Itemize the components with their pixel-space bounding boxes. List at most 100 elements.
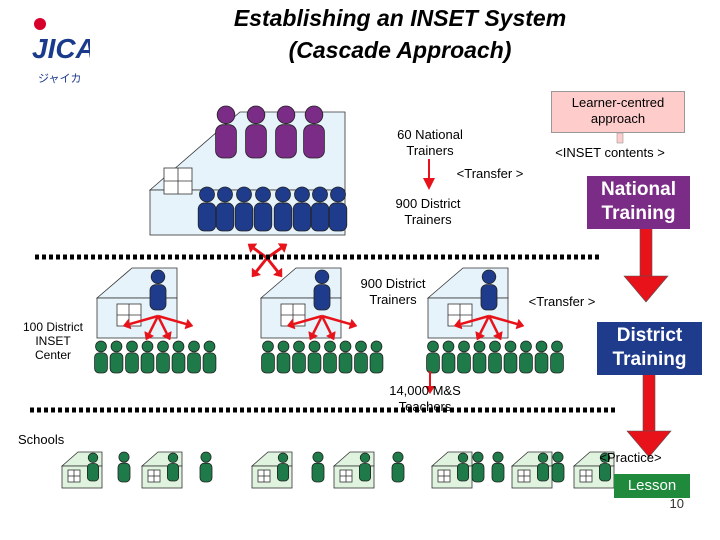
person-figure — [303, 105, 325, 159]
person-figure — [275, 105, 297, 159]
person-figure — [171, 340, 186, 374]
cascade-arrow-down-left-shaft — [255, 257, 269, 273]
person-figure — [94, 340, 108, 374]
person-figure — [441, 340, 456, 374]
training-arrow-right-head — [515, 318, 525, 330]
training-arrow-left-head — [122, 318, 132, 330]
training-arrow-down-left-shaft — [148, 315, 160, 335]
inset-contents-label: <INSET contents > — [555, 145, 665, 160]
transfer-arrow-head — [423, 178, 435, 190]
person-figure — [426, 340, 440, 374]
person-figure — [369, 340, 384, 374]
learner-box-pointer — [616, 132, 624, 144]
training-arrow-down-right-head — [325, 331, 336, 341]
lesson-box: Lesson — [614, 474, 690, 498]
person-figure — [503, 340, 518, 374]
teacher-arrow-head — [425, 386, 435, 394]
transfer-label-1: <Transfer > — [456, 166, 524, 181]
person-figure — [338, 340, 353, 374]
training-arrow-right-shaft — [321, 314, 351, 326]
person-figure — [261, 340, 275, 374]
transfer-label-2: <Transfer > — [528, 294, 596, 309]
person-figure — [245, 105, 267, 159]
training-arrow-down-left-head — [144, 331, 155, 341]
district-trainers-label-b: 900 District Trainers — [360, 276, 426, 307]
person-figure — [253, 186, 273, 232]
learner-centred-box: Learner-centred approach — [551, 91, 685, 133]
national-to-district-arrow-head — [623, 275, 669, 303]
cascade-arrow-right-head — [277, 243, 288, 253]
person-figure — [292, 186, 312, 232]
person-figure — [488, 340, 502, 374]
training-arrow-down-right-shaft — [320, 315, 332, 335]
person-figure — [197, 186, 217, 232]
district-trainers-label-a: 900 District Trainers — [395, 196, 461, 227]
training-arrow-left-shaft — [293, 314, 323, 326]
person-figure — [550, 340, 564, 374]
person-figure — [491, 451, 505, 483]
training-arrow-right-head — [348, 318, 358, 330]
national-training-box: National Training — [587, 176, 690, 229]
national-trainers-label: 60 National Trainers — [397, 127, 463, 158]
cascade-arrow-left-shaft — [252, 246, 268, 260]
person-figure — [599, 452, 612, 482]
training-arrow-left-shaft — [129, 314, 159, 326]
person-figure — [273, 186, 293, 232]
training-arrow-down-left-shaft — [479, 315, 491, 335]
schools-label: Schools — [18, 432, 65, 447]
jica-logo: JICA ジャイカ — [30, 16, 90, 86]
training-arrow-right-head — [184, 318, 194, 330]
person-figure — [215, 105, 237, 159]
cascade-arrow-left-head — [247, 243, 258, 254]
training-arrow-down-right-shaft — [487, 315, 499, 335]
person-figure — [519, 340, 533, 374]
cascade-arrow-down-right-head — [272, 267, 283, 278]
person-figure — [307, 340, 322, 374]
person-figure — [215, 186, 235, 232]
person-figure — [187, 340, 201, 374]
page-title: Establishing an INSET System (Cascade Ap… — [120, 2, 680, 66]
person-figure — [149, 269, 167, 311]
person-figure — [234, 186, 254, 232]
person-figure — [323, 340, 337, 374]
jica-logo-subtext: ジャイカ — [38, 72, 81, 85]
person-figure — [292, 340, 306, 374]
cascade-arrow-down-left-head — [251, 267, 262, 278]
person-figure — [310, 186, 330, 232]
training-arrow-left-shaft — [460, 314, 490, 326]
training-arrow-down-right-head — [161, 331, 172, 341]
practice-label: <Practice> — [599, 450, 662, 465]
person-figure — [125, 340, 139, 374]
person-figure — [480, 269, 498, 311]
person-figure — [391, 451, 405, 483]
teachers-label: 14,000 M&S Teachers — [389, 383, 461, 414]
person-figure — [457, 340, 471, 374]
person-figure — [140, 340, 155, 374]
person-figure — [534, 340, 549, 374]
person-figure — [328, 186, 348, 232]
person-figure — [551, 451, 565, 483]
person-figure — [537, 452, 550, 482]
person-figure — [472, 340, 487, 374]
jica-logo-graphic: JICA ジャイカ — [32, 18, 90, 85]
title-line-2: (Cascade Approach) — [288, 37, 512, 63]
training-arrow-down-right-head — [492, 331, 503, 341]
person-figure — [354, 340, 368, 374]
title-line-1: Establishing an INSET System — [233, 5, 567, 31]
person-figure — [109, 340, 124, 374]
person-figure — [199, 451, 213, 483]
person-figure — [156, 340, 170, 374]
training-arrow-down-left-head — [308, 331, 319, 341]
training-arrow-right-shaft — [488, 314, 518, 326]
person-figure — [358, 452, 371, 482]
inset-center-label: 100 District INSET Center — [22, 320, 84, 362]
training-arrow-left-head — [286, 318, 296, 330]
training-arrow-left-head — [453, 318, 463, 330]
page-number: 10 — [669, 496, 684, 511]
person-figure — [276, 452, 289, 482]
person-figure — [87, 452, 100, 482]
person-figure — [202, 340, 217, 374]
jica-logo-text: JICA — [32, 33, 90, 64]
person-figure — [117, 451, 131, 483]
